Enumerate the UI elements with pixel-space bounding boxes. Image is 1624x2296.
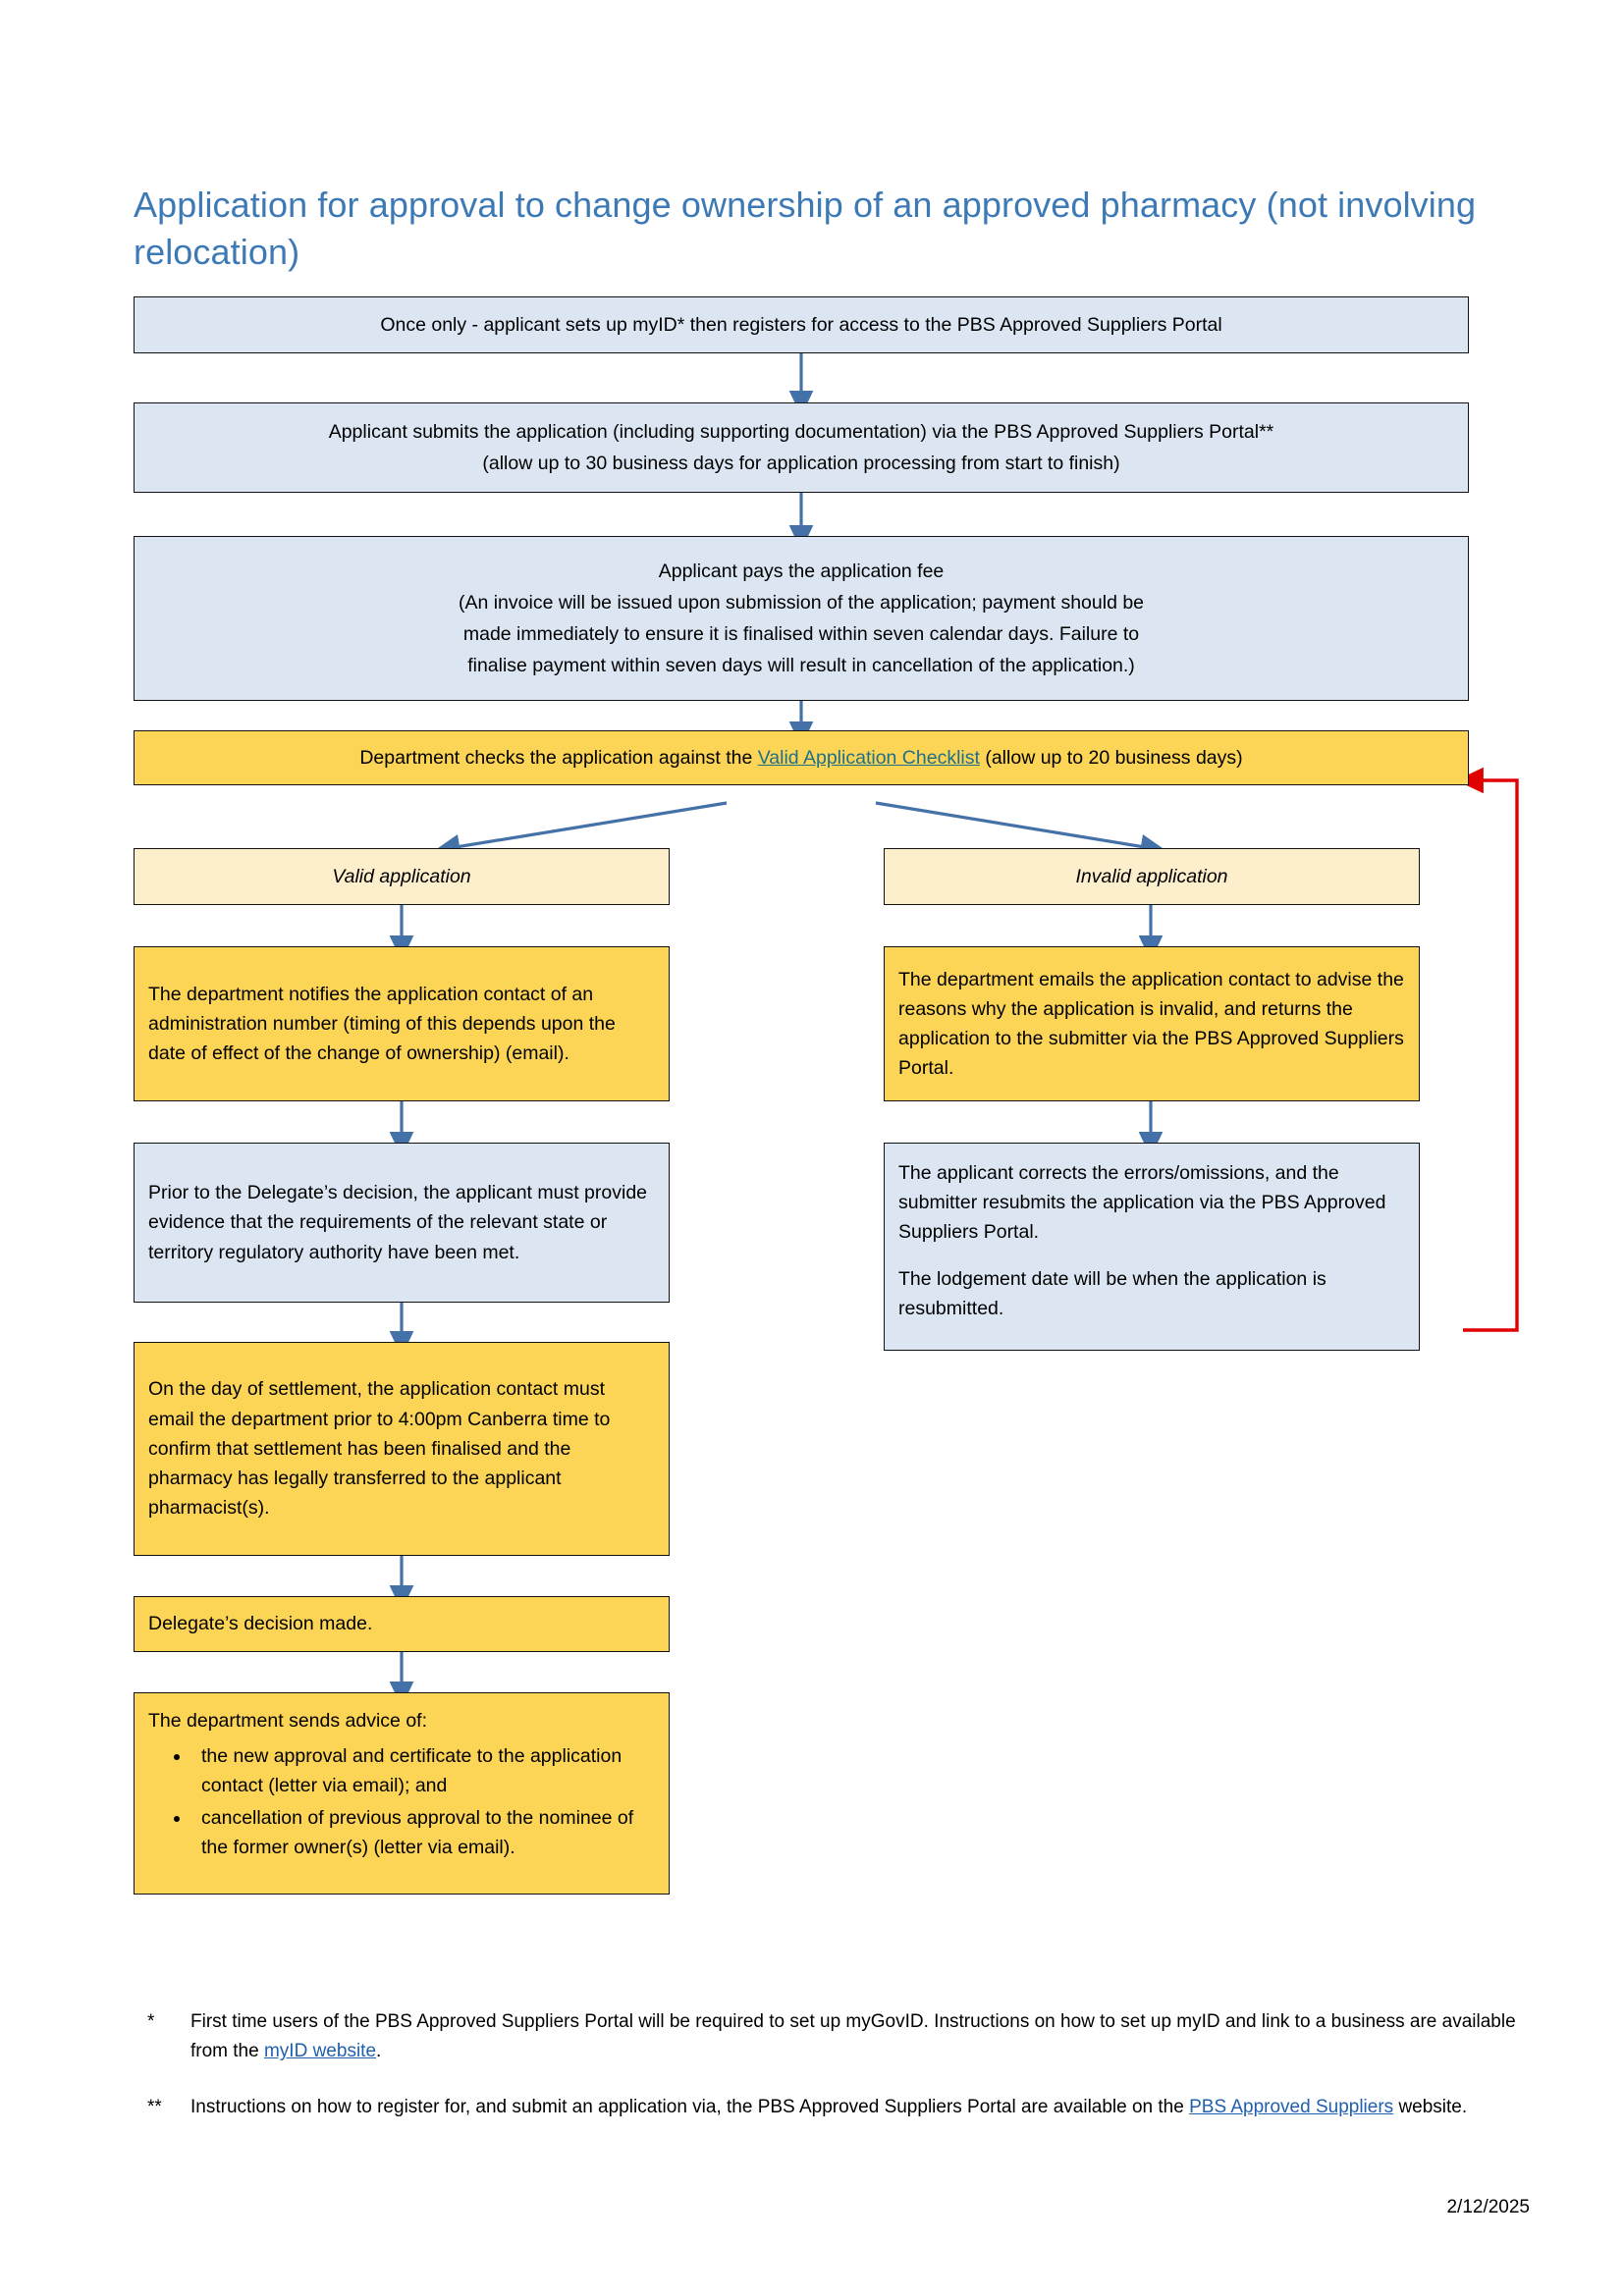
flowbox-valid-2: Prior to the Delegate’s decision, the ap…	[134, 1143, 670, 1303]
footnote-one-marker: *	[147, 2011, 155, 2032]
myid-website-link[interactable]: myID website	[263, 2041, 377, 2062]
flowbox-valid-2-text: Prior to the Delegate’s decision, the ap…	[148, 1182, 648, 1263]
flowbox-branch-valid: Valid application	[134, 848, 670, 905]
arrow-check-to-valid	[434, 801, 728, 859]
flowbox-fee-line3: made immediately to ensure it is finalis…	[462, 623, 1140, 645]
page-title: Application for approval to change owner…	[134, 185, 1477, 272]
flowbox-valid-1: The department notifies the application …	[134, 946, 670, 1101]
flowbox-submit-line2: (allow up to 30 business days for applic…	[482, 453, 1120, 474]
flowbox-valid-3-text: On the day of settlement, the applicatio…	[148, 1378, 611, 1520]
check-text-prefix: Department checks the application agains…	[359, 746, 758, 769]
flowbox-fee-line2: (An invoice will be issued upon submissi…	[458, 591, 1145, 614]
flowbox-invalid-2-para2: The lodgement date will be when the appl…	[898, 1267, 1326, 1319]
footnote-two-text: Instructions on how to register for, and…	[190, 2093, 1522, 2122]
flowbox-valid-5-list: the new approval and certificate to the …	[148, 1741, 655, 1864]
footnotes: * First time users of the PBS Approved S…	[147, 2007, 1522, 2148]
valid-application-checklist-link[interactable]: Valid Application Checklist	[757, 746, 980, 769]
document-date: 2/12/2025	[1446, 2197, 1530, 2217]
flowbox-branch-valid-text: Valid application	[332, 865, 471, 887]
flowbox-invalid-1: The department emails the application co…	[884, 946, 1420, 1101]
flowbox-valid-4-text: Delegate’s decision made.	[148, 1613, 373, 1635]
flowbox-invalid-2: The applicant corrects the errors/omissi…	[884, 1143, 1420, 1351]
flowbox-branch-invalid-text: Invalid application	[1075, 865, 1228, 887]
flowbox-valid-5: The department sends advice of: the new …	[134, 1692, 670, 1895]
arrow-resubmit-back-to-check	[1456, 767, 1519, 1332]
flowbox-submit-line1: Applicant submits the application (inclu…	[328, 420, 1274, 443]
arrow-check-to-invalid	[875, 801, 1166, 859]
list-item: the new approval and certificate to the …	[191, 1741, 655, 1800]
pbs-approved-suppliers-link[interactable]: PBS Approved Suppliers	[1189, 2096, 1394, 2117]
footnote-one-after: .	[376, 2041, 382, 2062]
flowbox-submit: Applicant submits the application (inclu…	[134, 402, 1469, 493]
footnote-two-after: website.	[1393, 2096, 1468, 2117]
flowbox-fee-line1: Applicant pays the application fee	[658, 560, 945, 582]
flowbox-fee: Applicant pays the application fee (An i…	[134, 536, 1469, 701]
footnote-one: * First time users of the PBS Approved S…	[147, 2007, 1522, 2067]
check-text-suffix: (allow up to 20 business days)	[979, 746, 1243, 769]
flowbox-setup: Once only - applicant sets up myID* then…	[134, 296, 1469, 353]
footnote-two: ** Instructions on how to register for, …	[147, 2093, 1522, 2122]
flowbox-valid-1-text: The department notifies the application …	[148, 983, 616, 1065]
flowbox-department-check: Department checks the application agains…	[134, 730, 1469, 785]
list-item: cancellation of previous approval to the…	[191, 1803, 655, 1862]
flowbox-department-check-text: Department checks the application agains…	[359, 743, 1242, 773]
footnote-one-before: First time users of the PBS Approved Sup…	[190, 2011, 1516, 2062]
footnote-two-marker: **	[147, 2096, 162, 2117]
footnote-one-text: First time users of the PBS Approved Sup…	[190, 2007, 1522, 2067]
flowbox-valid-4: Delegate’s decision made.	[134, 1596, 670, 1652]
flowbox-valid-3: On the day of settlement, the applicatio…	[134, 1342, 670, 1556]
flowbox-fee-line4: finalise payment within seven days will …	[467, 655, 1135, 677]
footnote-two-before: Instructions on how to register for, and…	[190, 2096, 1190, 2117]
flowbox-invalid-1-text: The department emails the application co…	[898, 968, 1404, 1080]
flowbox-valid-5-intro: The department sends advice of:	[148, 1710, 427, 1732]
flowbox-invalid-2-para1: The applicant corrects the errors/omissi…	[898, 1162, 1386, 1244]
flowbox-branch-invalid: Invalid application	[884, 848, 1420, 905]
flowbox-setup-text: Once only - applicant sets up myID* then…	[380, 313, 1222, 336]
